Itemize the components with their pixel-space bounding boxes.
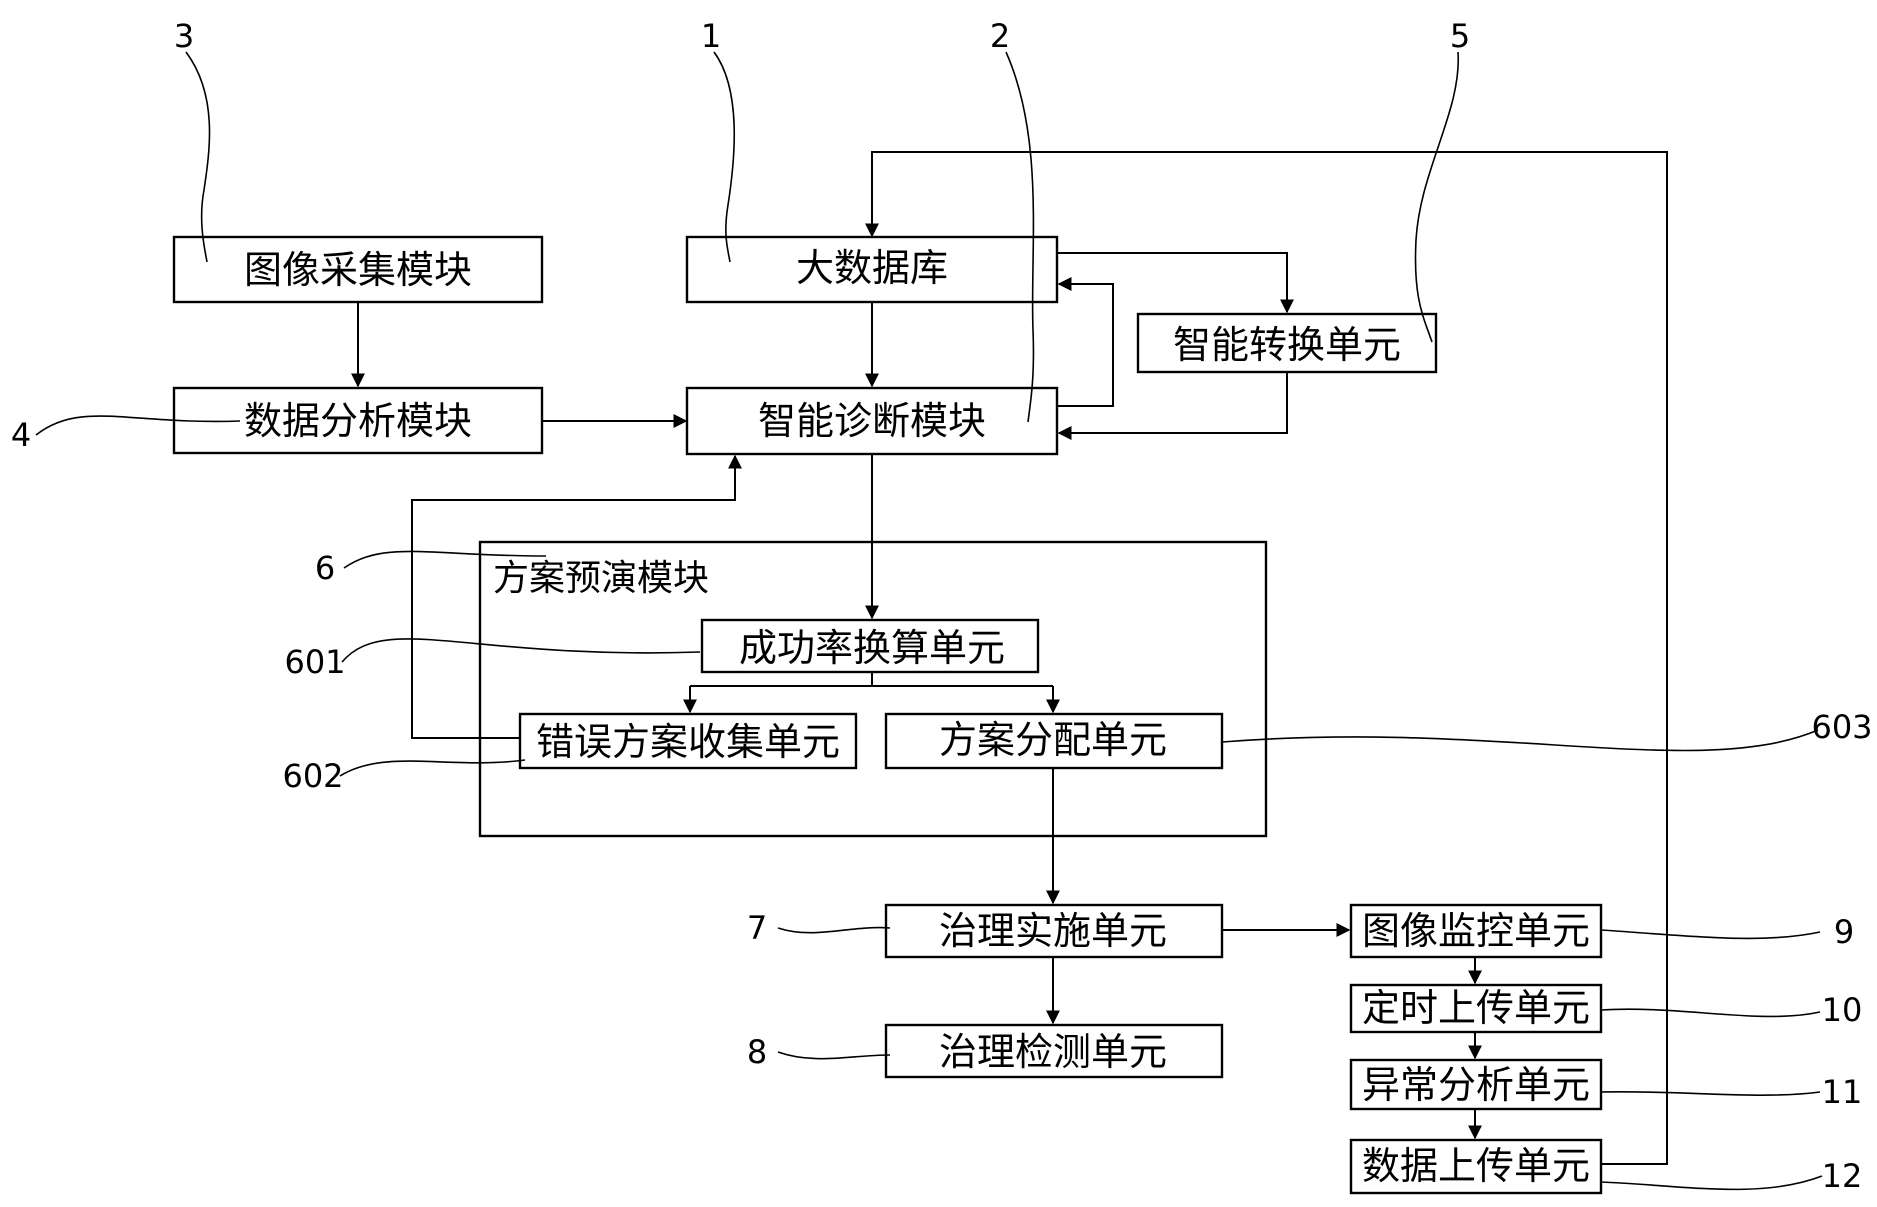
- success-rate-unit: 成功率换算单元: [700, 618, 1040, 674]
- arrow-error-collection-to-diagnosis: [411, 454, 742, 739]
- governance-detection-unit: 治理检测单元: [884, 1023, 1224, 1079]
- smart-conversion-unit-label: 智能转换单元: [1173, 323, 1401, 367]
- timed-upload-unit: 定时上传单元: [1349, 983, 1603, 1034]
- data-upload-unit-label: 数据上传单元: [1362, 1144, 1590, 1188]
- image-collection-module-label: 图像采集模块: [244, 248, 472, 292]
- leader-4: [35, 415, 241, 436]
- governance-implementation-unit-label: 治理实施单元: [939, 909, 1167, 953]
- smart-diagnosis-module-label: 智能诊断模块: [758, 399, 986, 443]
- data-analysis-module-label: 数据分析模块: [244, 399, 472, 443]
- leader-603: [1221, 729, 1819, 752]
- smart-conversion-unit: 智能转换单元: [1136, 312, 1438, 374]
- leader-601: [341, 638, 701, 663]
- leader-602: [339, 759, 526, 777]
- big-database: 大数据库: [685, 235, 1059, 304]
- timed-upload-unit-label: 定时上传单元: [1362, 986, 1590, 1030]
- governance-implementation-unit: 治理实施单元: [884, 903, 1224, 959]
- smart-diagnosis-module: 智能诊断模块: [685, 386, 1059, 456]
- anomaly-analysis-unit-label: 异常分析单元: [1362, 1063, 1590, 1107]
- callout-11: 11: [1822, 1073, 1863, 1111]
- leader-3: [185, 51, 211, 263]
- connectors: [351, 151, 1668, 1165]
- arrow-conversion-to-diagnosis: [1057, 372, 1288, 440]
- plan-allocation-unit-label: 方案分配单元: [939, 718, 1167, 762]
- arrow-database-to-conversion: [1057, 252, 1294, 314]
- leader-2: [1005, 51, 1035, 423]
- leader-7: [777, 926, 891, 934]
- callout-602: 602: [282, 757, 343, 795]
- leader-1: [713, 51, 736, 263]
- image-monitoring-unit: 图像监控单元: [1349, 903, 1603, 959]
- plan-rehearsal-module-label: 方案预演模块: [493, 558, 709, 599]
- callout-1: 1: [701, 17, 721, 55]
- callout-601: 601: [284, 643, 345, 681]
- callout-7: 7: [747, 909, 767, 947]
- leader-8: [777, 1051, 891, 1060]
- callout-2: 2: [990, 17, 1010, 55]
- image-collection-module: 图像采集模块: [172, 235, 544, 304]
- callout-5: 5: [1450, 17, 1470, 55]
- plan-allocation-unit: 方案分配单元: [884, 712, 1224, 770]
- callout-6: 6: [315, 549, 335, 587]
- leader-6: [343, 550, 547, 569]
- image-monitoring-unit-label: 图像监控单元: [1362, 909, 1590, 953]
- anomaly-analysis-unit: 异常分析单元: [1349, 1058, 1603, 1111]
- callout-12: 12: [1822, 1157, 1863, 1195]
- callout-10: 10: [1822, 991, 1863, 1029]
- callout-603: 603: [1811, 708, 1872, 746]
- arrow-data-upload-to-database: [865, 151, 1668, 1165]
- callout-3: 3: [174, 17, 194, 55]
- leader-11: [1600, 1090, 1821, 1096]
- arrow-diagnosis-to-database: [1057, 277, 1114, 407]
- callout-numbers: 3 1 2 5 4 6 601 602 603 7 8 9 10 11 12: [11, 17, 1873, 1195]
- callout-8: 8: [747, 1033, 767, 1071]
- leader-9: [1600, 929, 1821, 940]
- leader-12: [1600, 1175, 1823, 1191]
- leader-5: [1414, 51, 1460, 343]
- error-plan-collection-unit: 错误方案收集单元: [518, 712, 858, 770]
- callout-9: 9: [1834, 913, 1854, 951]
- success-rate-unit-label: 成功率换算单元: [739, 626, 1005, 670]
- callout-4: 4: [11, 416, 31, 454]
- leader-lines: [35, 51, 1823, 1191]
- governance-detection-unit-label: 治理检测单元: [939, 1030, 1167, 1074]
- data-upload-unit: 数据上传单元: [1349, 1138, 1603, 1195]
- big-database-label: 大数据库: [796, 246, 948, 290]
- leader-10: [1600, 1008, 1821, 1018]
- error-plan-collection-unit-label: 错误方案收集单元: [536, 720, 840, 764]
